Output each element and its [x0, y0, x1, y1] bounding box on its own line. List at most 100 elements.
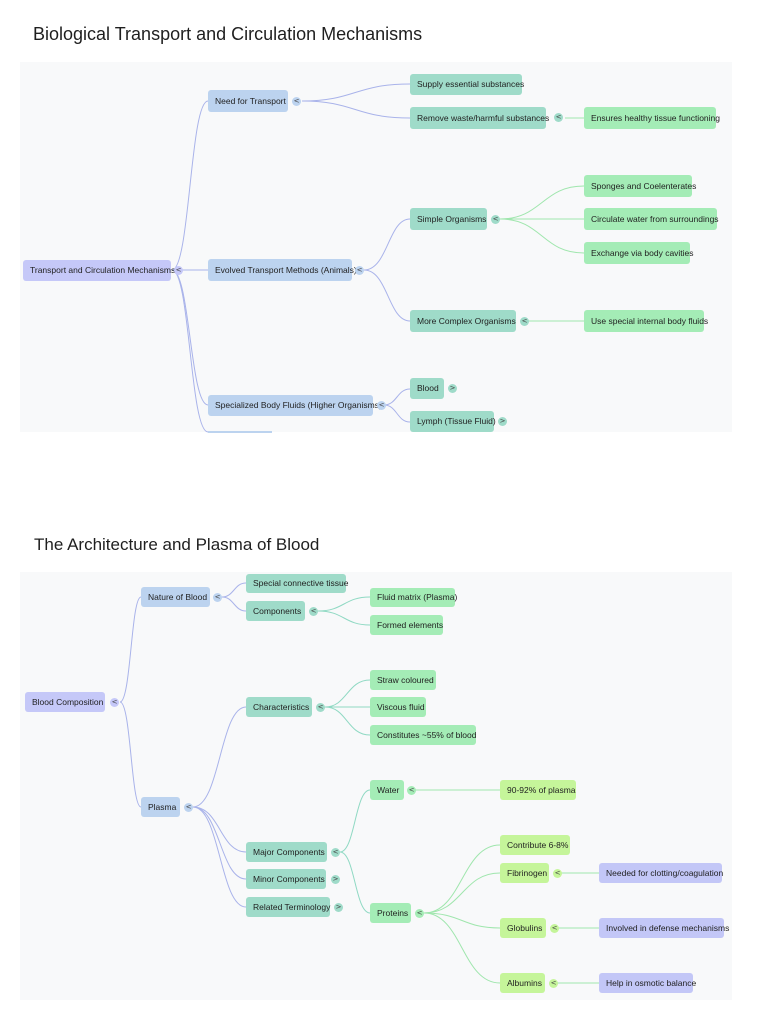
collapse-toggle[interactable]: <	[184, 803, 193, 812]
collapse-toggle[interactable]: <	[316, 703, 325, 712]
node-label: Globulins	[507, 922, 543, 933]
node-label: Use special internal body fluids	[591, 315, 709, 326]
edge	[383, 404, 411, 423]
node-label: Formed elements	[377, 619, 444, 630]
edge	[192, 806, 247, 908]
node-label: Supply essential substances	[417, 79, 525, 90]
mindmap-node-exchange[interactable]: Exchange via body cavities	[584, 242, 694, 264]
edge	[301, 100, 411, 119]
edge	[317, 596, 371, 612]
node-label: Major Components	[253, 846, 325, 857]
node-label: Ensures healthy tissue functioning	[591, 112, 720, 123]
node-label: Specialized Body Fluids (Higher Organism…	[215, 400, 382, 411]
mindmap-node-special-connective-tissue[interactable]: Special connective tissue	[246, 574, 349, 593]
edge	[423, 844, 501, 914]
edge	[221, 582, 247, 598]
node-label: Blood Composition	[32, 696, 104, 707]
mindmap-node-remove-waste[interactable]: Remove waste/harmful substances	[410, 107, 550, 129]
expand-toggle[interactable]: >	[498, 417, 507, 426]
mindmap-node-albumins[interactable]: Albumins	[500, 973, 545, 993]
edge	[423, 872, 501, 914]
mindmap-node-water-percent[interactable]: 90-92% of plasma	[500, 780, 576, 800]
collapse-toggle[interactable]: <	[550, 924, 559, 933]
mindmap-node-characteristics[interactable]: Characteristics	[246, 697, 312, 717]
mindmap-node-circulate-water[interactable]: Circulate water from surroundings	[584, 208, 719, 230]
mindmap-node-ensures-health[interactable]: Ensures healthy tissue functioning	[584, 107, 720, 129]
edge	[324, 706, 371, 736]
mindmap-node-osmotic[interactable]: Help in osmotic balance	[599, 973, 697, 993]
mindmap-node-blood-composition[interactable]: Blood Composition	[25, 692, 105, 712]
collapse-toggle[interactable]: <	[213, 593, 222, 602]
node-label: Water	[377, 784, 400, 795]
edge	[339, 789, 371, 853]
node-label: Contribute 6-8%	[507, 839, 569, 850]
node-label: Remove waste/harmful substances	[417, 112, 550, 123]
node-label: Help in osmotic balance	[606, 977, 697, 988]
mindmap-node-specialized-fluids[interactable]: Specialized Body Fluids (Higher Organism…	[208, 395, 382, 416]
collapse-toggle[interactable]: <	[110, 698, 119, 707]
mindmap-node-water[interactable]: Water	[370, 780, 404, 800]
mindmap-node-transport-root[interactable]: Transport and Circulation Mechanisms	[23, 260, 175, 281]
mindmap-node-related-terminology[interactable]: Related Terminology	[246, 897, 330, 917]
collapse-toggle[interactable]: <	[174, 266, 183, 275]
collapse-toggle[interactable]: <	[520, 317, 529, 326]
mindmap-node-straw-coloured[interactable]: Straw coloured	[370, 670, 436, 690]
collapse-toggle[interactable]: <	[491, 215, 500, 224]
edge	[423, 912, 501, 929]
mindmap-node-viscous-fluid[interactable]: Viscous fluid	[370, 697, 426, 717]
mindmap-node-minor-components[interactable]: Minor Components	[246, 869, 326, 889]
mindmap-node-constitutes[interactable]: Constitutes ~55% of blood	[370, 725, 476, 745]
expand-toggle[interactable]: >	[448, 384, 457, 393]
mindmap-node-contribute[interactable]: Contribute 6-8%	[500, 835, 570, 855]
expand-toggle[interactable]: >	[331, 875, 340, 884]
mindmap-node-lymph[interactable]: Lymph (Tissue Fluid)	[410, 411, 496, 432]
mindmap-node-blood[interactable]: Blood	[410, 378, 444, 399]
mindmap-node-special-fluids[interactable]: Use special internal body fluids	[584, 310, 708, 332]
mindmap-node-defense[interactable]: Involved in defense mechanisms	[599, 918, 729, 938]
collapse-toggle[interactable]: <	[355, 266, 364, 275]
mindmap-node-evolved-methods[interactable]: Evolved Transport Methods (Animals)	[208, 259, 357, 281]
mindmap-node-sponges[interactable]: Sponges and Coelenterates	[584, 175, 696, 197]
mindmap-node-supply[interactable]: Supply essential substances	[410, 74, 525, 95]
mindmap-node-major-components[interactable]: Major Components	[246, 842, 327, 862]
collapse-toggle[interactable]: <	[554, 113, 563, 122]
node-label: Blood	[417, 383, 439, 394]
page-title: Biological Transport and Circulation Mec…	[33, 24, 423, 44]
mindmap-node-simple-organisms[interactable]: Simple Organisms	[410, 208, 487, 230]
mindmap-node-formed-elements[interactable]: Formed elements	[370, 615, 443, 635]
mindmap-node-fibrinogen[interactable]: Fibrinogen	[500, 863, 549, 883]
mindmap-node-nature-of-blood[interactable]: Nature of Blood	[141, 587, 210, 607]
node-label: Sponges and Coelenterates	[591, 180, 697, 191]
edge	[499, 185, 585, 220]
mindmap-node-need-for-transport[interactable]: Need for Transport	[208, 90, 288, 112]
collapse-toggle[interactable]: <	[377, 401, 386, 410]
mindmap-node-proteins[interactable]: Proteins	[370, 903, 411, 923]
mindmap-node-globulins[interactable]: Globulins	[500, 918, 546, 938]
collapse-toggle[interactable]: <	[309, 607, 318, 616]
collapse-toggle[interactable]: <	[549, 979, 558, 988]
node-label: Plasma	[148, 801, 177, 812]
collapse-toggle[interactable]: <	[415, 909, 424, 918]
edge	[192, 706, 247, 808]
collapse-toggle[interactable]: <	[407, 786, 416, 795]
expand-toggle[interactable]: >	[334, 903, 343, 912]
collapse-toggle[interactable]: <	[553, 869, 562, 878]
node-label: Related Terminology	[253, 901, 331, 912]
mindmap-node-components[interactable]: Components	[246, 601, 305, 621]
collapse-toggle[interactable]: <	[331, 848, 340, 857]
edge	[363, 269, 411, 322]
node-label: Special connective tissue	[253, 578, 349, 589]
mindmap-node-clotting[interactable]: Needed for clotting/coagulation	[599, 863, 723, 883]
node-label: Lymph (Tissue Fluid)	[417, 416, 496, 427]
edge	[192, 806, 247, 853]
node-label: Albumins	[507, 977, 542, 988]
mindmap-node-fluid-matrix[interactable]: Fluid matrix (Plasma)	[370, 588, 457, 607]
node-label: Involved in defense mechanisms	[606, 922, 730, 933]
mindmap-node-plasma[interactable]: Plasma	[141, 797, 180, 817]
node-label: Constitutes ~55% of blood	[377, 729, 477, 740]
edge	[363, 218, 411, 271]
node-label: Nature of Blood	[148, 591, 208, 602]
collapse-toggle[interactable]: <	[292, 97, 301, 106]
mindmap-node-complex-organisms[interactable]: More Complex Organisms	[410, 310, 516, 332]
